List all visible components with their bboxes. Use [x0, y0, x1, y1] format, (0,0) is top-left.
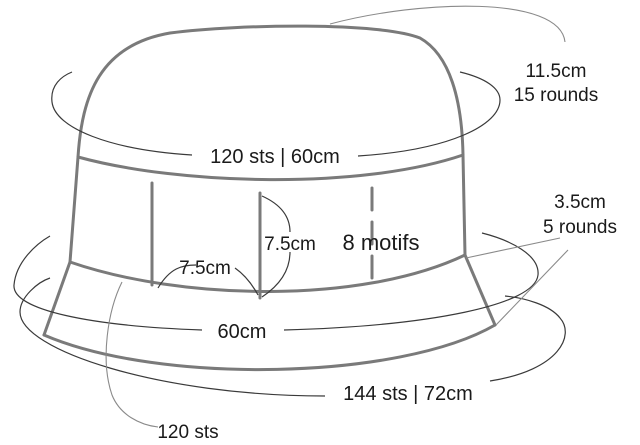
- brim-circumference-guide-right: [489, 295, 566, 382]
- brim-right-side: [463, 253, 497, 327]
- motif-width-label: 7.5cm: [179, 258, 231, 279]
- brim-height-leader-top: [465, 237, 561, 259]
- pickup-sts-label: 120 sts: [157, 422, 218, 443]
- brim-circumference-guide-left: [19, 277, 326, 397]
- motif-height-label: 7.5cm: [264, 234, 316, 255]
- brim-rounds-label: 5 rounds: [543, 217, 617, 238]
- band-circumference-guide-right: [283, 232, 539, 331]
- brim-left-side: [42, 260, 72, 337]
- motif-width-arc: [157, 264, 259, 296]
- band-bottom-edge: [68, 253, 467, 293]
- brim-height-leader-bottom: [495, 249, 569, 326]
- crown-circumference-guide-right: [357, 71, 501, 157]
- band-circumference-label: 60cm: [218, 321, 267, 343]
- band-left-side: [68, 155, 80, 264]
- crown-height-label: 11.5cm: [526, 61, 587, 82]
- motif-count-label: 8 motifs: [342, 230, 419, 255]
- brim-bottom-edge: [42, 323, 497, 372]
- pickup-sts-leader: [105, 281, 159, 428]
- crown-outline: [76, 24, 465, 159]
- crown-rounds-label: 15 rounds: [514, 85, 599, 106]
- crown-height-leader: [329, 5, 566, 43]
- brim-circumference-label: 144 sts | 72cm: [343, 383, 473, 405]
- band-right-side: [461, 153, 467, 257]
- brim-height-label: 3.5cm: [554, 192, 606, 213]
- crown-circumference-guide-left: [51, 71, 193, 156]
- motif-height-arc: [261, 195, 291, 298]
- band-top-edge: [76, 153, 465, 182]
- band-circumference-guide-left: [13, 235, 203, 331]
- crown-circumference-label: 120 sts | 60cm: [210, 146, 340, 168]
